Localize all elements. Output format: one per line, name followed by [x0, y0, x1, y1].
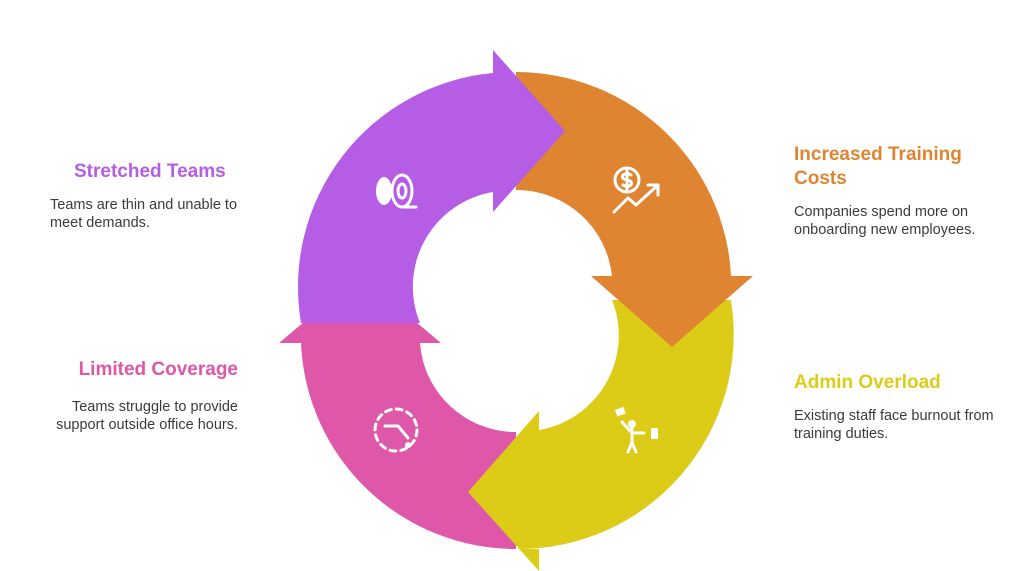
person-juggling-tasks-icon [614, 406, 658, 454]
tape-roll-icon [376, 173, 418, 209]
dollar-growth-icon [612, 166, 660, 214]
stage-title-limited-coverage: Limited Coverage [78, 359, 238, 380]
stage-title-increased-training-costs: Increased Training Costs [794, 144, 962, 189]
stage-description-admin-overload: Existing staff face burnout from trainin… [794, 408, 994, 442]
segment-training-costs [516, 71, 753, 347]
segment-admin-overload [468, 300, 734, 571]
stage-description-increased-training-costs: Companies spend more on onboarding new e… [794, 204, 976, 238]
clock-icon [373, 407, 419, 453]
stage-description-limited-coverage: Teams struggle to provide support outsid… [56, 399, 238, 433]
segment-limited-coverage [279, 275, 516, 550]
stage-title-stretched-teams: Stretched Teams [74, 161, 226, 182]
stage-description-stretched-teams: Teams are thin and unable to meet demand… [50, 197, 238, 231]
segment-stretched-teams [297, 50, 565, 323]
stage-title-admin-overload: Admin Overload [794, 372, 941, 393]
